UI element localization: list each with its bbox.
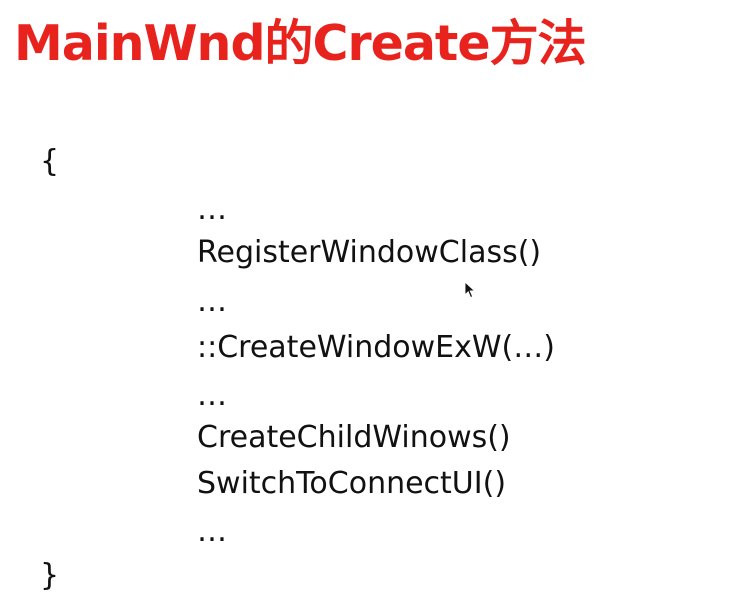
code-line-ellipsis-3: … [197,378,227,413]
code-line-ellipsis-4: … [197,514,227,549]
code-line-ellipsis-2: … [197,284,227,319]
code-line-switch-to-connect-ui: SwitchToConnectUI() [197,466,507,501]
code-line-register-window-class: RegisterWindowClass() [197,235,542,270]
code-line-ellipsis-1: … [197,192,227,227]
code-line-create-child-winows: CreateChildWinows() [197,420,511,455]
close-brace: } [40,558,60,593]
code-line-create-window-exw: ::CreateWindowExW(…) [197,330,555,365]
mouse-pointer-icon [464,281,476,299]
slide-title: MainWnd的Create方法 [14,15,587,72]
open-brace: { [40,144,60,179]
